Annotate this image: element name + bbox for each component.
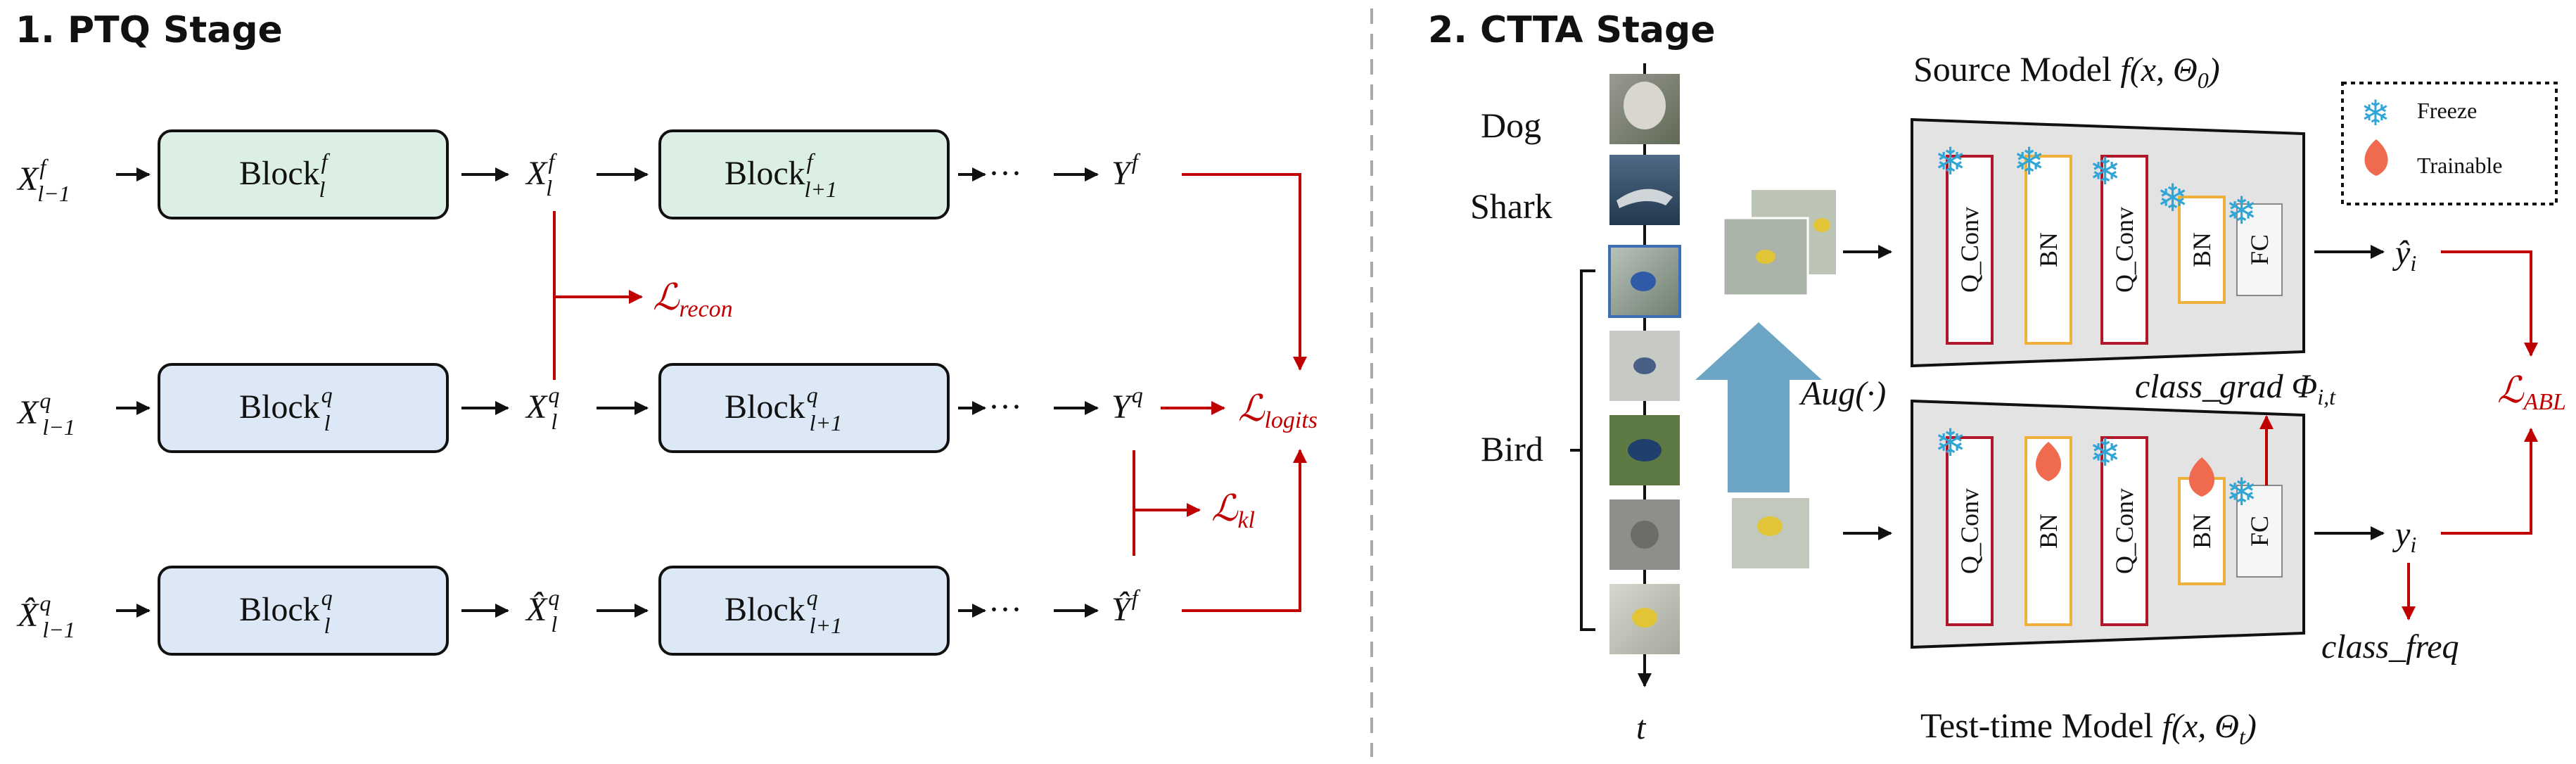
row3-output: Ŷf: [1111, 585, 1141, 628]
svg-text:BN: BN: [2034, 514, 2062, 549]
source-freeze-icons: ❄ ❄ ❄ ❄ ❄: [1934, 139, 2257, 233]
snowflake-icon: ❄: [2013, 139, 2045, 184]
block-q-l: [158, 363, 449, 453]
block-qhat-l1: [658, 566, 950, 656]
svg-text:FC: FC: [2245, 516, 2274, 547]
legend-freeze: Freeze: [2417, 98, 2477, 123]
snowflake-icon: ❄: [2226, 189, 2257, 233]
flame-icon: [2364, 139, 2388, 176]
legend-trainable: Trainable: [2417, 153, 2502, 178]
svg-text:BN: BN: [2188, 232, 2216, 267]
loss-logits: ℒlogits: [1238, 389, 1318, 433]
svg-text:···: ···: [988, 155, 1022, 192]
label-shark: Shark: [1470, 186, 1552, 226]
source-model-layers: Q_Conv BN Q_Conv BN FC: [1946, 155, 2283, 345]
block-qhat-l: [158, 566, 449, 656]
test-output: yi: [2392, 516, 2416, 557]
source-model-label: Source Model f(x, Θ0): [1913, 49, 2220, 93]
row1-output: Yf: [1111, 148, 1141, 192]
ctta-stage-title: 2. CTTA Stage: [1428, 9, 1716, 51]
augmentation-arrow: [1695, 322, 1822, 492]
svg-text:BN: BN: [2188, 514, 2216, 549]
svg-text:BN: BN: [2034, 232, 2062, 267]
augmented-images: [1722, 190, 1836, 297]
svg-text:Q_Conv: Q_Conv: [2110, 207, 2138, 293]
aug-label: Aug(·): [1799, 375, 1886, 412]
block-fp-l: [158, 129, 449, 219]
label-dog: Dog: [1481, 106, 1541, 145]
source-layer-bn-2: [2178, 196, 2226, 304]
flame-icon: [2188, 457, 2215, 497]
loss-kl: ℒkl: [1211, 489, 1255, 533]
source-output: ŷi: [2392, 234, 2416, 276]
snowflake-icon: ❄: [2089, 149, 2121, 193]
test-state-icons: ❄ ❄ ❄: [1934, 421, 2257, 514]
svg-text:Q_Conv: Q_Conv: [2110, 488, 2138, 574]
class-grad-label: class_grad Φi,t: [2135, 368, 2336, 409]
class-freq-label: class_freq: [2321, 628, 2459, 666]
block-fp-l1: [658, 129, 950, 219]
snowflake-icon: ❄: [2089, 431, 2121, 475]
source-layer-qconv-2: [2100, 155, 2148, 345]
snowflake-icon: ❄: [1934, 139, 1966, 184]
source-layer-fc: [2236, 203, 2283, 296]
test-layer-fc: [2236, 485, 2283, 578]
snowflake-icon: ❄: [1934, 421, 1966, 465]
svg-text:···: ···: [988, 388, 1022, 426]
source-layer-qconv-1: [1946, 155, 1994, 345]
image-stream: [1608, 74, 1681, 654]
ptq-loss-connectors: [553, 173, 1307, 612]
source-layer-bn-1: [2025, 155, 2072, 345]
legend: ❄ Freeze Trainable: [2341, 82, 2558, 205]
test-layer-qconv-1: [1946, 436, 1994, 626]
flame-icon: [2035, 442, 2062, 481]
loss-recon: ℒrecon: [653, 278, 733, 322]
svg-text:Q_Conv: Q_Conv: [1956, 207, 1984, 293]
test-model-label: Test-time Model f(x, Θt): [1920, 706, 2257, 749]
svg-text:FC: FC: [2245, 234, 2274, 265]
label-bird: Bird: [1481, 429, 1543, 469]
block-q-l1: [658, 363, 950, 453]
svg-text:Q_Conv: Q_Conv: [1956, 488, 1984, 574]
time-label: t: [1636, 709, 1647, 746]
bird-bracket: [1570, 269, 1595, 631]
row2-output: Yq: [1111, 382, 1143, 426]
snowflake-icon: ❄: [2226, 470, 2257, 514]
svg-text:···: ···: [988, 591, 1022, 628]
loss-abl: ℒABL: [2497, 371, 2566, 415]
ptq-stage-title: 1. PTQ Stage: [15, 9, 283, 51]
test-layer-qconv-2: [2100, 436, 2148, 626]
snowflake-icon: ❄: [2361, 93, 2390, 134]
snowflake-icon: ❄: [2157, 176, 2188, 220]
